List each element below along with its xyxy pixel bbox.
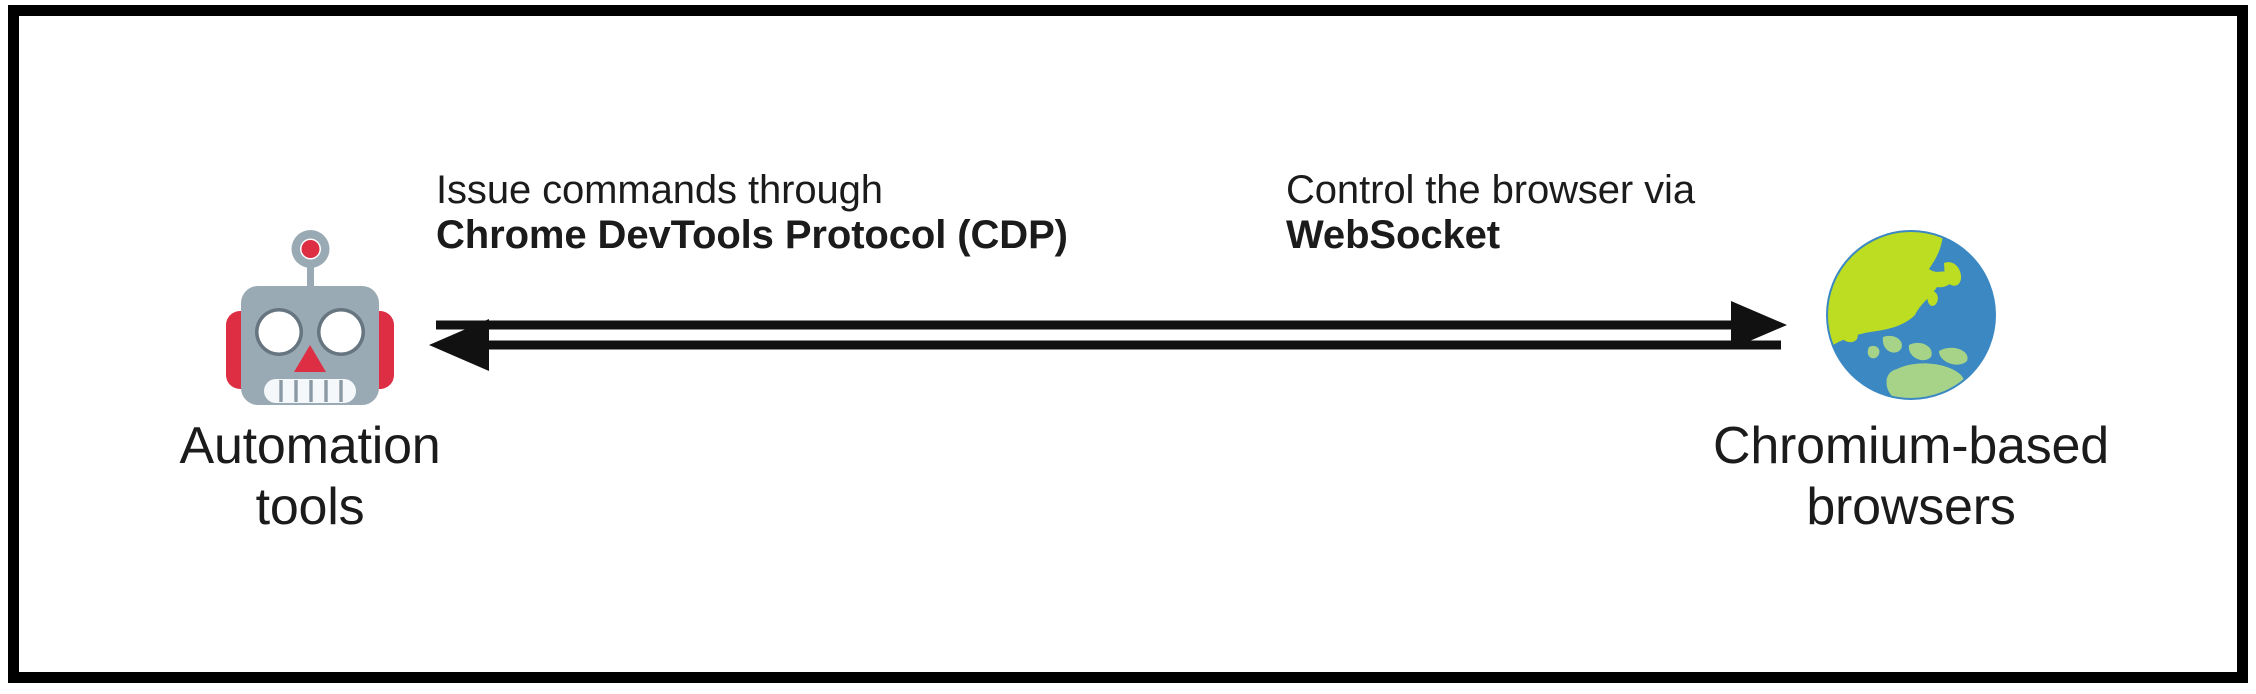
robot-icon [222,228,398,406]
websocket-edge-label-line1: Control the browser via [1286,168,1695,212]
outbound-command-arrow [436,301,1787,349]
chromium-browsers-label: Chromium-based browsers [1712,417,2109,537]
websocket-edge-label-line2: WebSocket [1286,212,1500,257]
cdp-edge-label-line1: Issue commands through [436,168,883,212]
diagram-frame: Automation tools [8,5,2248,683]
globe-icon [1825,229,1997,401]
cdp-edge-label: Issue commands through Chrome DevTools P… [436,168,1068,258]
cdp-edge-label-line2: Chrome DevTools Protocol (CDP) [436,212,1068,257]
diagram-canvas: Automation tools [19,16,2237,672]
automation-tools-label: Automation tools [179,417,441,537]
inbound-control-arrow [429,319,1781,371]
websocket-edge-label: Control the browser via WebSocket [1286,168,1695,258]
